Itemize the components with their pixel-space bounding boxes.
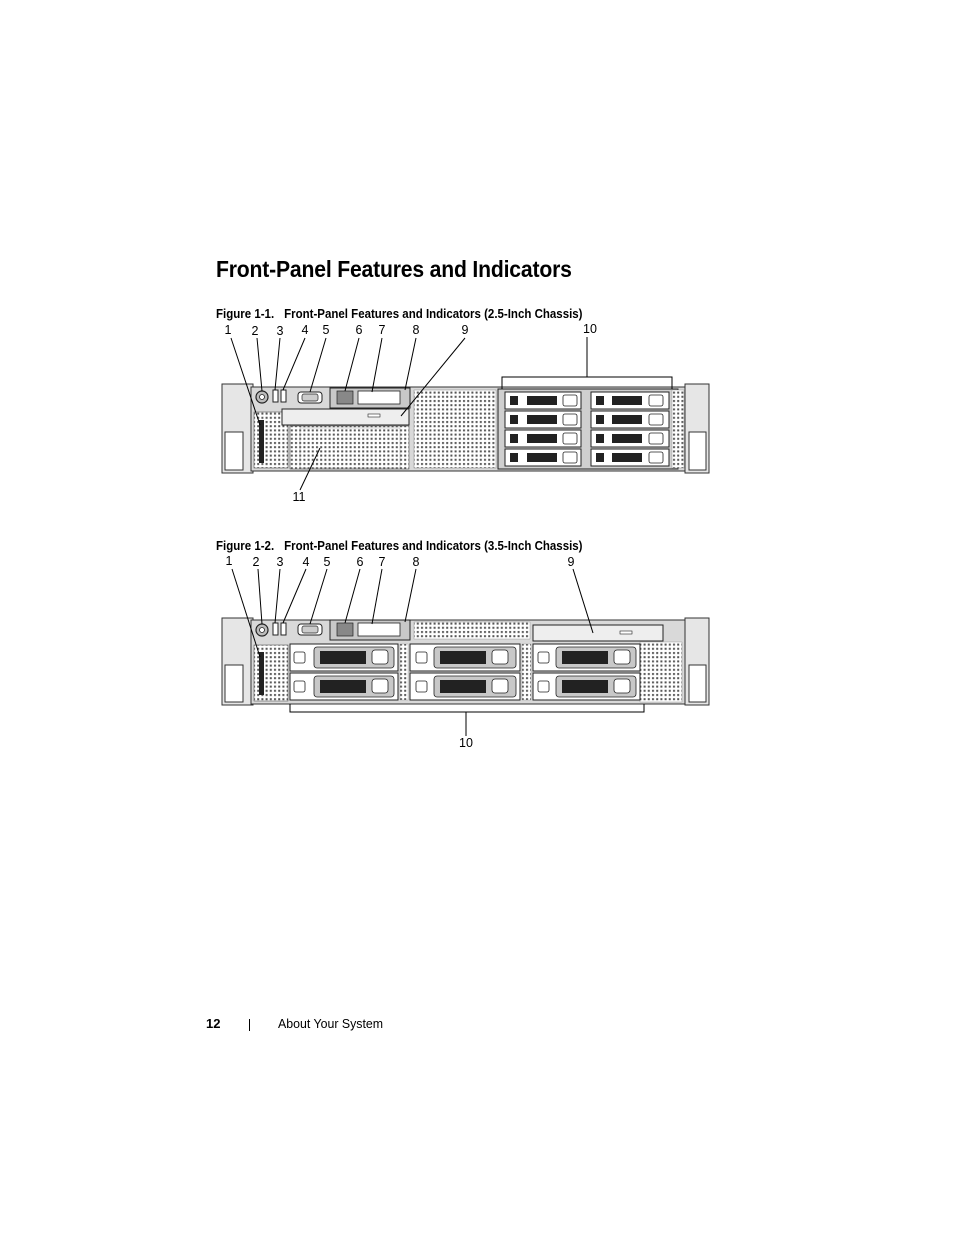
fig2-callout-5: 5 <box>323 555 331 569</box>
figure-1-1-number: Figure 1-1. <box>216 307 275 321</box>
fig2-callout-4: 4 <box>302 555 310 569</box>
fig1-callout-1: 1 <box>224 323 232 337</box>
fig2-callout-1: 1 <box>225 554 233 568</box>
page-heading: Front-Panel Features and Indicators <box>216 256 572 282</box>
footer-section-title: About Your System <box>278 1016 384 1031</box>
fig2-callout-7: 7 <box>378 555 386 569</box>
fig1-callout-7: 7 <box>378 323 386 337</box>
fig2-callout-10: 10 <box>459 736 473 750</box>
fig1-callout-6: 6 <box>355 323 363 337</box>
fig2-callout-8: 8 <box>412 555 420 569</box>
fig2-callout-3: 3 <box>276 555 284 569</box>
figure-1-2-caption: Figure 1-2. Front-Panel Features and Indi… <box>216 539 583 553</box>
fig1-callout-3: 3 <box>276 324 284 338</box>
chassis-2-5-inch <box>221 383 710 474</box>
fig1-callout-11: 11 <box>292 490 306 504</box>
fig1-callout-2: 2 <box>251 324 259 338</box>
figure-1-2-number: Figure 1-2. <box>216 539 275 553</box>
hard-drives-3-5-inch <box>289 643 641 701</box>
fig1-leader-lines <box>230 337 673 491</box>
fig2-leader-lines <box>231 568 645 736</box>
fig1-callout-5: 5 <box>322 323 330 337</box>
fig2-callout-2: 2 <box>252 555 260 569</box>
page-number: 12 <box>206 1016 221 1031</box>
figure-1-1-title: Front-Panel Features and Indicators (2.5… <box>284 307 583 321</box>
fig1-callout-8: 8 <box>412 323 420 337</box>
figure-1-1-caption: Figure 1-1. Front-Panel Features and Indi… <box>216 307 583 321</box>
fig2-callout-9: 9 <box>567 555 575 569</box>
fig1-callout-9: 9 <box>461 323 469 337</box>
chassis-3-5-inch <box>221 617 710 706</box>
hard-drives-2-5-inch <box>497 388 679 470</box>
fig2-callout-6: 6 <box>356 555 364 569</box>
fig1-callout-4: 4 <box>301 323 309 337</box>
figure-1-2-title: Front-Panel Features and Indicators (3.5… <box>284 539 583 553</box>
fig1-callout-10: 10 <box>583 322 597 336</box>
footer-separator <box>249 1019 250 1031</box>
